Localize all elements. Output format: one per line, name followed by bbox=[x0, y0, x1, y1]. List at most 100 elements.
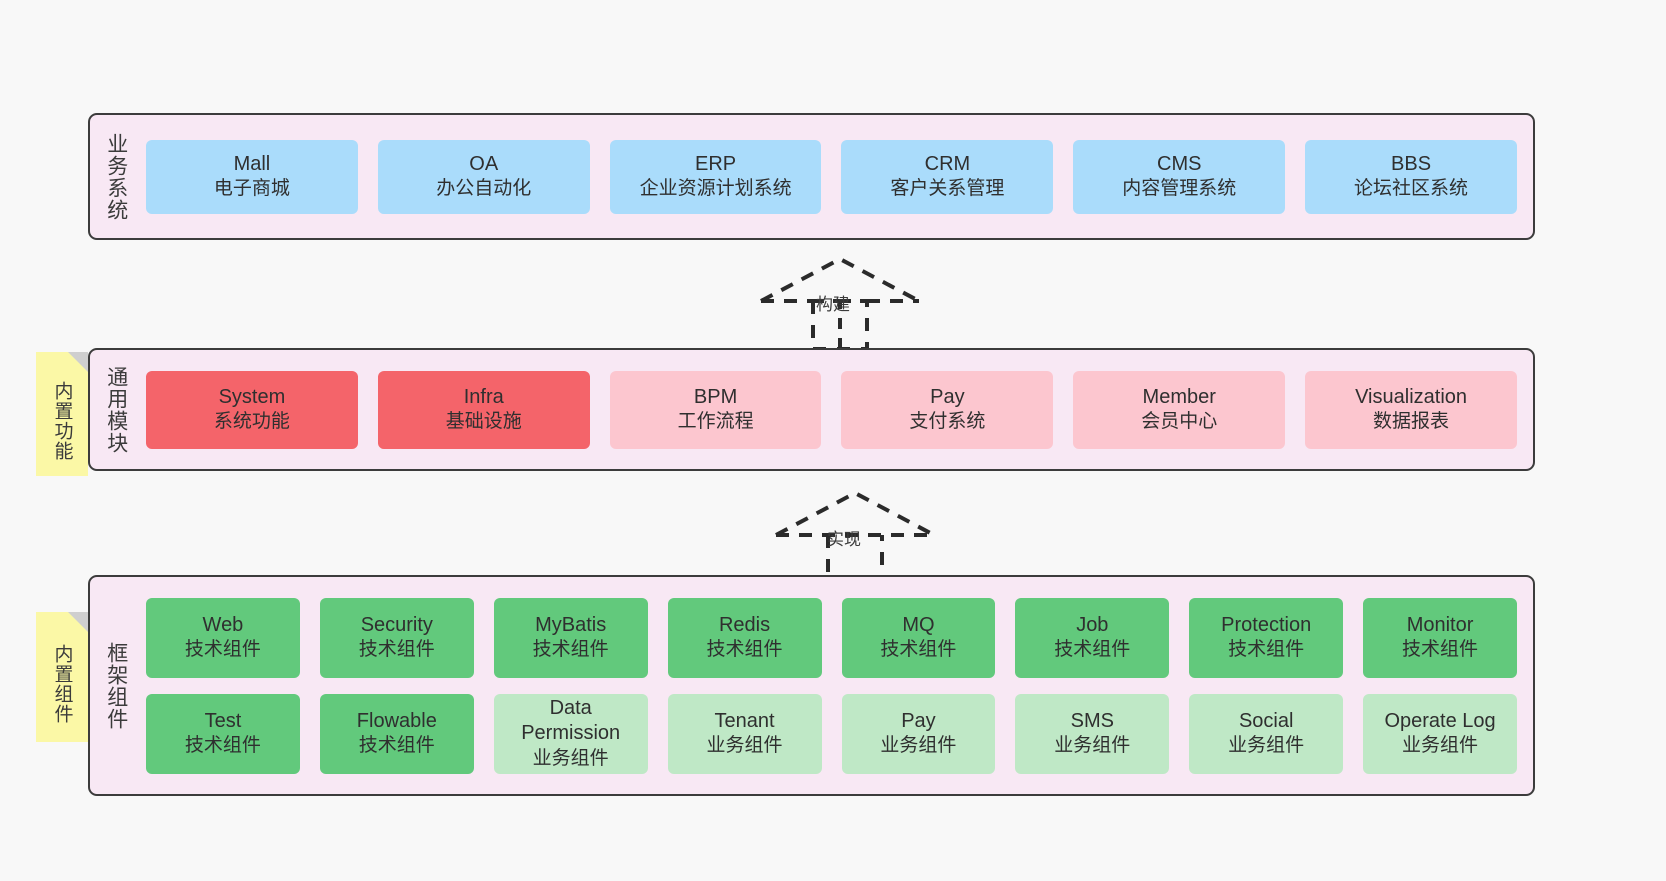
card-erp[interactable]: ERP 企业资源计划系统 bbox=[609, 139, 822, 214]
card-flowable[interactable]: Flowable 技术组件 bbox=[319, 693, 474, 774]
card-data-permission[interactable]: Data Permission 业务组件 bbox=[493, 693, 648, 774]
note-label: 内置组件 bbox=[51, 644, 73, 724]
card-subtitle: 企业资源计划系统 bbox=[639, 178, 792, 200]
layer-title-general-modules: 通用模块 bbox=[104, 365, 128, 454]
card-subtitle: 技术组件 bbox=[706, 639, 783, 661]
framework-card-row-technical: Web 技术组件 Security 技术组件 MyBatis 技术组件 Redi… bbox=[146, 597, 1517, 678]
card-title: CRM bbox=[924, 152, 971, 175]
card-subtitle: 技术组件 bbox=[880, 639, 957, 661]
card-subtitle: 技术组件 bbox=[358, 735, 435, 757]
card-title: Social bbox=[1238, 709, 1294, 732]
card-bpm[interactable]: BPM 工作流程 bbox=[609, 370, 822, 449]
card-operate-log[interactable]: Operate Log 业务组件 bbox=[1363, 693, 1517, 774]
card-bbs[interactable]: BBS 论坛社区系统 bbox=[1305, 139, 1517, 214]
card-subtitle: 支付系统 bbox=[909, 411, 986, 433]
card-title: Flowable bbox=[356, 709, 437, 732]
layer-business-system: 业务系统 Mall 电子商城 OA 办公自动化 ERP 企业资源计划系统 CRM… bbox=[88, 113, 1535, 240]
arrow-label-implement: 实现 bbox=[827, 530, 861, 549]
card-subtitle: 基础设施 bbox=[445, 411, 522, 433]
card-title: Pay bbox=[930, 385, 965, 408]
card-subtitle: 技术组件 bbox=[358, 639, 435, 661]
card-title: Mall bbox=[233, 152, 271, 175]
card-title: Tenant bbox=[714, 709, 775, 732]
card-subtitle: 技术组件 bbox=[532, 639, 609, 661]
relationship-arrow-implement: 实现 bbox=[770, 487, 940, 585]
card-title: System bbox=[218, 385, 286, 408]
card-test[interactable]: Test 技术组件 bbox=[146, 693, 300, 774]
card-subtitle: 技术组件 bbox=[1402, 639, 1479, 661]
card-title: MyBatis bbox=[535, 613, 607, 636]
card-subtitle: 业务组件 bbox=[880, 735, 957, 757]
layer-title-business-system: 业务系统 bbox=[104, 132, 128, 221]
arrow-label-build: 构建 bbox=[816, 295, 850, 314]
business-card-row: Mall 电子商城 OA 办公自动化 ERP 企业资源计划系统 CRM 客户关系… bbox=[146, 139, 1517, 214]
note-label: 内置功能 bbox=[51, 381, 73, 461]
card-system[interactable]: System 系统功能 bbox=[146, 370, 358, 449]
layer-body-general-modules: System 系统功能 Infra 基础设施 BPM 工作流程 Pay 支付系统… bbox=[142, 350, 1533, 469]
card-subtitle: 工作流程 bbox=[677, 411, 754, 433]
card-tenant[interactable]: Tenant 业务组件 bbox=[667, 693, 822, 774]
card-security[interactable]: Security 技术组件 bbox=[319, 597, 474, 678]
card-mybatis[interactable]: MyBatis 技术组件 bbox=[493, 597, 648, 678]
card-subtitle: 系统功能 bbox=[213, 411, 290, 433]
card-subtitle: 电子商城 bbox=[213, 178, 290, 200]
card-social[interactable]: Social 业务组件 bbox=[1189, 693, 1344, 774]
card-title: BBS bbox=[1391, 152, 1432, 175]
card-title: SMS bbox=[1070, 709, 1114, 732]
card-subtitle: 技术组件 bbox=[1228, 639, 1305, 661]
card-subtitle: 业务组件 bbox=[1054, 735, 1131, 757]
card-subtitle: 业务组件 bbox=[706, 735, 783, 757]
card-subtitle: 技术组件 bbox=[184, 639, 261, 661]
card-subtitle: 内容管理系统 bbox=[1122, 178, 1237, 200]
module-card-row: System 系统功能 Infra 基础设施 BPM 工作流程 Pay 支付系统… bbox=[146, 370, 1517, 449]
card-job[interactable]: Job 技术组件 bbox=[1015, 597, 1170, 678]
card-pay-component[interactable]: Pay 业务组件 bbox=[841, 693, 996, 774]
card-mall[interactable]: Mall 电子商城 bbox=[146, 139, 358, 214]
card-subtitle: 业务组件 bbox=[1228, 735, 1305, 757]
card-title: Pay bbox=[901, 709, 936, 732]
build-arrow-shape bbox=[760, 256, 920, 351]
card-cms[interactable]: CMS 内容管理系统 bbox=[1073, 139, 1286, 214]
card-redis[interactable]: Redis 技术组件 bbox=[667, 597, 822, 678]
layer-framework-components: 框架组件 Web 技术组件 Security 技术组件 MyBatis 技术组件… bbox=[88, 575, 1535, 796]
layer-title-framework-components: 框架组件 bbox=[104, 641, 128, 730]
card-title: Web bbox=[202, 613, 244, 636]
card-title: Data Permission bbox=[521, 696, 621, 745]
card-infra[interactable]: Infra 基础设施 bbox=[377, 370, 590, 449]
card-mq[interactable]: MQ 技术组件 bbox=[841, 597, 996, 678]
card-member[interactable]: Member 会员中心 bbox=[1073, 370, 1286, 449]
card-subtitle: 会员中心 bbox=[1141, 411, 1218, 433]
card-title: Infra bbox=[463, 385, 504, 408]
card-oa[interactable]: OA 办公自动化 bbox=[377, 139, 590, 214]
card-title: Monitor bbox=[1406, 613, 1474, 636]
card-subtitle: 数据报表 bbox=[1373, 411, 1450, 433]
card-web[interactable]: Web 技术组件 bbox=[146, 597, 300, 678]
card-pay[interactable]: Pay 支付系统 bbox=[841, 370, 1054, 449]
relationship-arrow-build: 构建 bbox=[755, 253, 925, 351]
card-subtitle: 客户关系管理 bbox=[890, 178, 1005, 200]
card-title: Operate Log bbox=[1384, 709, 1496, 732]
card-title: Job bbox=[1076, 613, 1109, 636]
framework-card-row-business: Test 技术组件 Flowable 技术组件 Data Permission … bbox=[146, 693, 1517, 774]
card-monitor[interactable]: Monitor 技术组件 bbox=[1363, 597, 1517, 678]
layer-general-modules: 通用模块 System 系统功能 Infra 基础设施 BPM 工作流程 Pay… bbox=[88, 348, 1535, 471]
card-title: Redis bbox=[718, 613, 771, 636]
card-sms[interactable]: SMS 业务组件 bbox=[1015, 693, 1170, 774]
card-protection[interactable]: Protection 技术组件 bbox=[1189, 597, 1344, 678]
layer-body-business-system: Mall 电子商城 OA 办公自动化 ERP 企业资源计划系统 CRM 客户关系… bbox=[142, 115, 1533, 238]
card-title: CMS bbox=[1157, 152, 1202, 175]
note-builtin-function: 内置功能 bbox=[36, 352, 88, 476]
note-builtin-component: 内置组件 bbox=[36, 612, 88, 742]
card-title: Protection bbox=[1221, 613, 1312, 636]
card-title: Test bbox=[204, 709, 242, 732]
card-title: MQ bbox=[902, 613, 935, 636]
card-subtitle: 技术组件 bbox=[1054, 639, 1131, 661]
card-crm[interactable]: CRM 客户关系管理 bbox=[841, 139, 1054, 214]
card-title: Visualization bbox=[1355, 385, 1468, 408]
card-title: Security bbox=[360, 613, 433, 636]
card-visualization[interactable]: Visualization 数据报表 bbox=[1305, 370, 1517, 449]
card-title: BPM bbox=[693, 385, 738, 408]
layer-body-framework-components: Web 技术组件 Security 技术组件 MyBatis 技术组件 Redi… bbox=[142, 577, 1533, 794]
card-title: OA bbox=[469, 152, 499, 175]
